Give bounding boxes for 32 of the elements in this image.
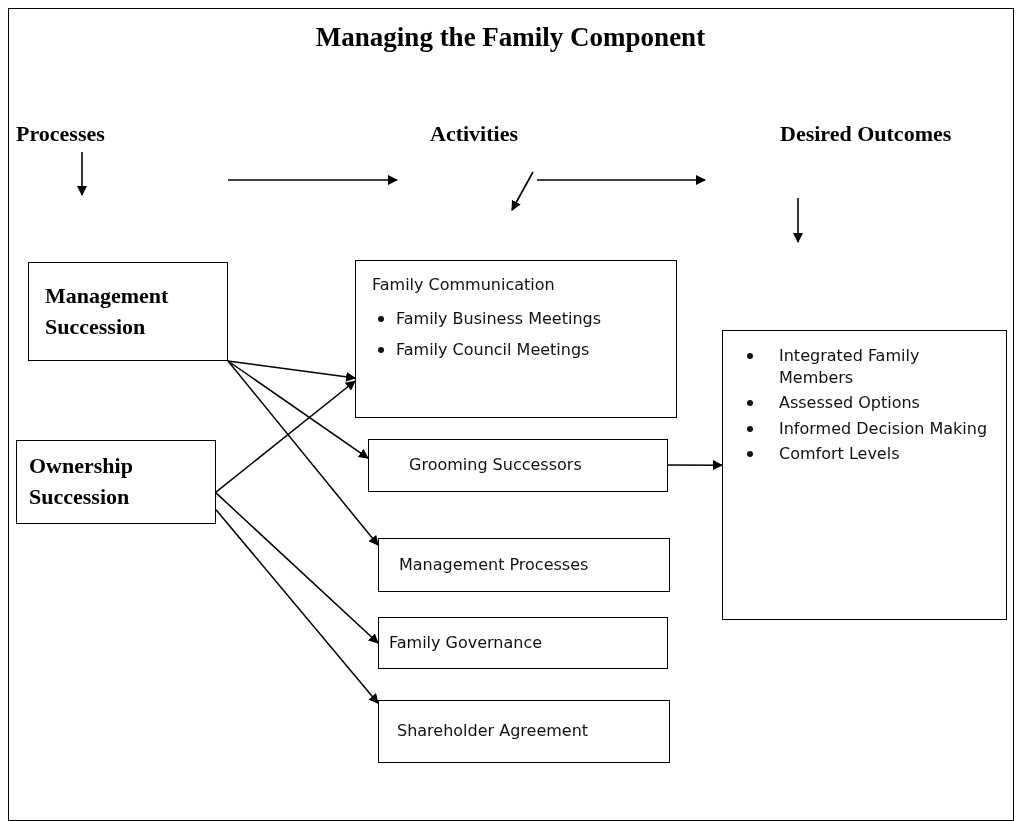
text-box [378, 617, 668, 669]
process-label: Management Succession [45, 281, 170, 341]
bullet-item: Integrated Family Members [779, 346, 920, 387]
arrow [215, 380, 356, 493]
bullet-item: Comfort Levels [779, 444, 900, 464]
text-box [378, 538, 670, 592]
text-box [28, 262, 228, 361]
column-heading: Desired Outcomes [780, 121, 952, 147]
bullet-item: Family Council Meetings [396, 340, 590, 360]
text-box [368, 439, 668, 492]
activity-label: Grooming Successors [409, 455, 583, 476]
arrow [667, 460, 723, 471]
diagram-title: Managing the Family Component [314, 22, 707, 53]
arrow [215, 492, 379, 644]
activity-label: Family Communication [372, 275, 556, 296]
column-heading: Activities [430, 121, 518, 147]
column-heading: Processes [16, 121, 105, 147]
bullet-item: Informed Decision Making [779, 418, 988, 438]
arrow [227, 360, 369, 459]
process-label: Ownership Succession [29, 452, 134, 511]
text-box [722, 330, 1007, 620]
arrow [227, 360, 356, 382]
activity-label: Family Governance [389, 632, 544, 654]
text-box [378, 700, 670, 763]
bullet-item: Family Business Meetings [396, 308, 602, 328]
text-box [16, 440, 216, 524]
activity-label: Management Processes [399, 554, 590, 576]
arrow [227, 360, 379, 546]
activity-label: Shareholder Agreement [397, 721, 590, 742]
text-box [355, 260, 677, 418]
arrow [215, 508, 379, 704]
bullet-item: Assessed Options [779, 393, 920, 413]
